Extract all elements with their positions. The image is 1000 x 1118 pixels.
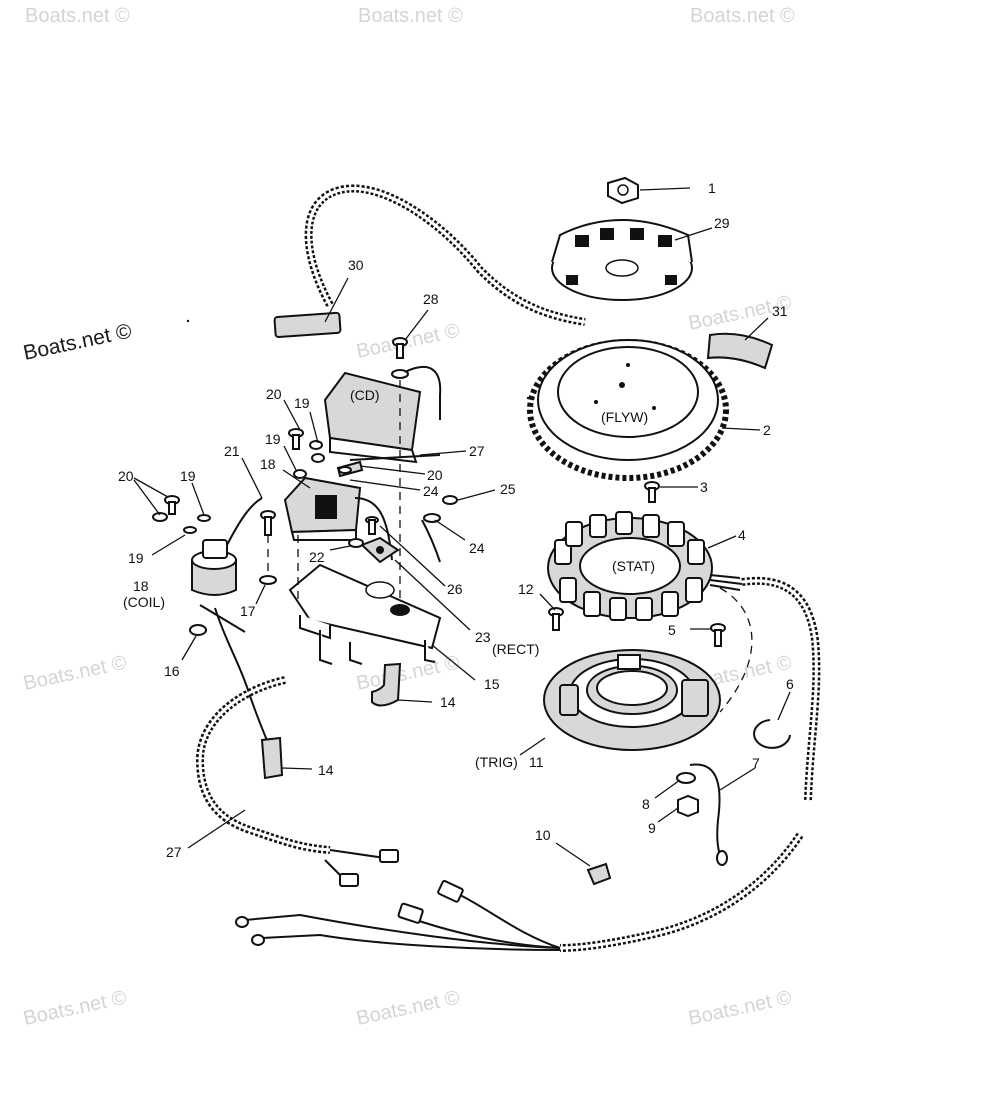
- part-screw-21: [260, 510, 276, 536]
- stray-dot: [526, 396, 530, 400]
- part-boot-14b: [371, 662, 402, 707]
- callout-20: 20: [427, 467, 443, 483]
- watermark: Boats.net ©: [354, 652, 461, 695]
- watermark: Boats.net ©: [358, 5, 463, 27]
- callout-10: 10: [535, 827, 551, 843]
- callout-2: 2: [763, 422, 771, 438]
- part-cover-29: [551, 219, 693, 301]
- callout-24: 24: [469, 540, 485, 556]
- part-trigger-11: [543, 649, 721, 751]
- callout-26: 26: [447, 581, 463, 597]
- callout-18: 18: [260, 456, 276, 472]
- part-nut-1: [607, 176, 639, 205]
- callout-19: 19: [265, 431, 281, 447]
- callout-8: 8: [642, 796, 650, 812]
- part-coil-18: [191, 497, 263, 596]
- callout-19: 19: [180, 468, 196, 484]
- part-nut-16: [189, 624, 207, 636]
- part-flywheel-2: [527, 339, 729, 481]
- part-lead-7: [689, 763, 728, 866]
- callout-15: 15: [484, 676, 500, 692]
- callout-24: 24: [423, 483, 439, 499]
- callout-5: 5: [668, 622, 676, 638]
- leader-lines: [133, 187, 791, 867]
- callout-27: 27: [469, 443, 485, 459]
- part-stator-4: [547, 511, 713, 621]
- callout-4: 4: [738, 527, 746, 543]
- callout-3: 3: [700, 479, 708, 495]
- callout-31: 31: [772, 303, 788, 319]
- part-nut-9: [677, 794, 699, 818]
- part-screws-19-20: [288, 428, 364, 479]
- callout-9: 9: [648, 820, 656, 836]
- callout-7: 7: [752, 755, 760, 771]
- callout-11: 11: [529, 754, 544, 770]
- callout-19: 19: [294, 395, 310, 411]
- callout-14: 14: [318, 762, 334, 778]
- callout-1: 1: [708, 180, 716, 196]
- part-washer-17: [259, 575, 277, 585]
- callout-25: 25: [500, 481, 516, 497]
- part-screw-3: [644, 481, 660, 503]
- label-coil: (COIL): [123, 594, 165, 610]
- watermark: Boats.net ©: [21, 652, 128, 695]
- part-clip-10: [586, 862, 612, 886]
- callout-17: 17: [240, 603, 256, 619]
- watermark: Boats.net ©: [686, 987, 793, 1030]
- part-block-18: [283, 476, 362, 541]
- label-stat: (STAT): [612, 558, 655, 574]
- callout-29: 29: [714, 215, 730, 231]
- part-plate-15: [288, 563, 442, 665]
- label-cd: (CD): [350, 387, 380, 403]
- callout-14: 14: [440, 694, 456, 710]
- watermark-main: Boats.net ©: [21, 319, 134, 364]
- watermark: Boats.net ©: [354, 320, 461, 363]
- part-screw-28: [391, 337, 409, 379]
- callout-16: 16: [164, 663, 180, 679]
- callout-20: 20: [118, 468, 134, 484]
- callout-6: 6: [786, 676, 794, 692]
- watermark: Boats.net ©: [21, 987, 128, 1030]
- part-coil-hardware: [152, 495, 211, 534]
- label-trig: (TRIG): [475, 754, 518, 770]
- part-screw-5: [710, 623, 726, 647]
- watermark: Boats.net ©: [25, 5, 130, 27]
- faint-watermarks: Boats.net © Boats.net © Boats.net © Boat…: [21, 5, 795, 1030]
- callout-30: 30: [348, 257, 364, 273]
- callout-20: 20: [266, 386, 282, 402]
- part-screw-12: [548, 607, 564, 631]
- callout-18: 18: [133, 578, 149, 594]
- callout-23: 23: [475, 629, 491, 645]
- stray-dot: [186, 319, 190, 323]
- part-rectifier-23: [348, 516, 400, 564]
- callout-21: 21: [224, 443, 240, 459]
- part-cd-module: [323, 371, 422, 464]
- callout-27: 27: [166, 844, 182, 860]
- part-harness-27: [195, 676, 804, 952]
- part-decal-31: [706, 332, 774, 370]
- label-rect: (RECT): [492, 641, 539, 657]
- watermark: Boats.net ©: [690, 5, 795, 27]
- part-number-callouts: 1 29 30 28 31 2 27 20 19 19 20 24 3 21 1…: [118, 180, 794, 860]
- callout-28: 28: [423, 291, 439, 307]
- part-ring-6: [753, 719, 791, 749]
- callout-22: 22: [309, 549, 325, 565]
- label-flyw: (FLYW): [601, 409, 648, 425]
- callout-12: 12: [518, 581, 534, 597]
- part-screw-25: [423, 495, 458, 523]
- watermark: Boats.net ©: [354, 987, 461, 1030]
- part-boot-14a: [260, 736, 284, 780]
- callout-19: 19: [128, 550, 144, 566]
- part-lead-30: [273, 184, 586, 339]
- part-washer-8: [676, 772, 696, 784]
